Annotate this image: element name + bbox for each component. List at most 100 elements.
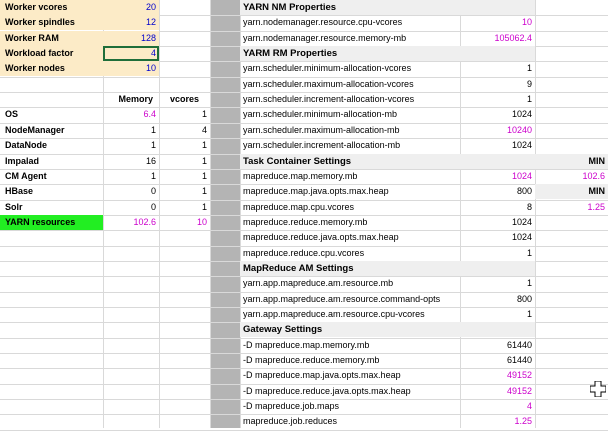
service-vcores[interactable]: 1 [201, 171, 207, 181]
property-value[interactable]: 8 [526, 202, 532, 212]
service-memory[interactable]: 0 [150, 186, 156, 196]
param-value[interactable]: 12 [103, 15, 159, 30]
property-name[interactable]: -D mapreduce.reduce.java.opts.max.heap [243, 386, 411, 396]
min-header[interactable]: MIN [535, 184, 608, 199]
property-name[interactable]: yarn.scheduler.increment-allocation-vcor… [243, 94, 415, 104]
property-name[interactable]: -D mapreduce.job.maps [243, 401, 340, 411]
param-value[interactable]: 4 [103, 46, 159, 61]
property-value[interactable]: 10 [521, 17, 532, 27]
property-value[interactable]: 1024 [511, 232, 532, 242]
service-name[interactable]: CM Agent [5, 171, 47, 181]
row-gridline [0, 77, 608, 78]
property-name[interactable]: mapreduce.job.reduces [243, 416, 338, 426]
column-gridline [240, 0, 241, 428]
column-gridline [535, 0, 536, 428]
section-header[interactable]: YARN NM Properties [240, 0, 535, 15]
min-value[interactable]: 102.6 [582, 171, 605, 181]
property-value[interactable]: 1 [526, 278, 532, 288]
property-value[interactable]: 1024 [511, 140, 532, 150]
property-value[interactable]: 4 [526, 401, 532, 411]
service-name[interactable]: NodeManager [5, 125, 65, 135]
property-name[interactable]: yarn.scheduler.increment-allocation-mb [243, 140, 401, 150]
param-value[interactable]: 128 [103, 31, 159, 46]
property-name[interactable]: mapreduce.map.cpu.vcores [243, 202, 355, 212]
property-value[interactable]: 1 [526, 63, 532, 73]
property-name[interactable]: yarn.scheduler.minimum-allocation-vcores [243, 63, 412, 73]
param-label[interactable]: Worker spindles [0, 15, 103, 30]
row-gridline [0, 215, 608, 216]
min-value[interactable]: 1.25 [587, 202, 605, 212]
property-name[interactable]: -D mapreduce.map.java.opts.max.heap [243, 370, 401, 380]
service-vcores[interactable]: 1 [201, 140, 207, 150]
property-name[interactable]: mapreduce.reduce.java.opts.max.heap [243, 232, 399, 242]
service-memory[interactable]: 1 [150, 171, 156, 181]
param-label[interactable]: Worker nodes [0, 61, 103, 76]
property-name[interactable]: mapreduce.reduce.cpu.vcores [243, 248, 365, 258]
property-value[interactable]: 1024 [511, 171, 532, 181]
row-gridline [0, 292, 608, 293]
property-value[interactable]: 1 [526, 248, 532, 258]
property-name[interactable]: -D mapreduce.map.memory.mb [243, 340, 370, 350]
service-vcores[interactable]: 1 [201, 202, 207, 212]
row-gridline [0, 15, 608, 16]
service-memory[interactable]: 1 [150, 125, 156, 135]
param-value[interactable]: 20 [103, 0, 159, 15]
service-vcores[interactable]: 4 [201, 125, 207, 135]
property-name[interactable]: -D mapreduce.reduce.memory.mb [243, 355, 380, 365]
row-gridline [0, 230, 608, 231]
property-name[interactable]: mapreduce.map.memory.mb [243, 171, 358, 181]
property-value[interactable]: 61440 [506, 340, 532, 350]
section-header[interactable]: Gateway Settings [240, 322, 535, 337]
property-name[interactable]: mapreduce.map.java.opts.max.heap [243, 186, 389, 196]
yarn-resources-label[interactable]: YARN resources [0, 215, 103, 230]
service-memory[interactable]: 6.4 [143, 109, 156, 119]
service-name[interactable]: HBase [5, 186, 34, 196]
property-value[interactable]: 1024 [511, 217, 532, 227]
property-name[interactable]: yarn.nodemanager.resource.memory-mb [243, 33, 407, 43]
property-name[interactable]: yarn.scheduler.maximum-allocation-mb [243, 125, 400, 135]
service-memory[interactable]: 1 [150, 140, 156, 150]
service-name[interactable]: Impalad [5, 156, 40, 166]
section-header[interactable]: MapReduce AM Settings [240, 261, 535, 276]
property-name[interactable]: yarn.app.mapreduce.am.resource.command-o… [243, 294, 441, 304]
property-value[interactable]: 10240 [506, 125, 532, 135]
service-name[interactable]: Solr [5, 202, 23, 212]
property-value[interactable]: 49152 [506, 370, 532, 380]
service-vcores[interactable]: 1 [201, 109, 207, 119]
param-label[interactable]: Workload factor [0, 46, 103, 61]
cross-cursor-icon [589, 380, 607, 398]
property-name[interactable]: yarn.scheduler.maximum-allocation-vcores [243, 79, 414, 89]
service-vcores[interactable]: 1 [201, 156, 207, 166]
property-value[interactable]: 1 [526, 309, 532, 319]
yarn-resources-vcores[interactable]: 10 [196, 217, 207, 227]
property-value[interactable]: 105062.4 [494, 33, 532, 43]
property-value[interactable]: 9 [526, 79, 532, 89]
service-name[interactable]: OS [5, 109, 19, 119]
section-header[interactable]: Task Container Settings [240, 154, 535, 169]
section-header[interactable]: YARM RM Properties [240, 46, 535, 61]
param-label[interactable]: Worker vcores [0, 0, 103, 15]
property-value[interactable]: 1.25 [514, 416, 532, 426]
service-name[interactable]: DataNode [5, 140, 48, 150]
property-name[interactable]: mapreduce.reduce.memory.mb [243, 217, 368, 227]
property-value[interactable]: 800 [516, 294, 532, 304]
property-value[interactable]: 1024 [511, 109, 532, 119]
row-gridline [0, 353, 608, 354]
property-name[interactable]: yarn.scheduler.minimum-allocation-mb [243, 109, 398, 119]
property-value[interactable]: 61440 [506, 355, 532, 365]
property-name[interactable]: yarn.app.mapreduce.am.resource.cpu-vcore… [243, 309, 425, 319]
property-value[interactable]: 1 [526, 94, 532, 104]
service-memory[interactable]: 16 [145, 156, 156, 166]
param-label[interactable]: Worker RAM [0, 31, 103, 46]
property-name[interactable]: yarn.app.mapreduce.am.resource.mb [243, 278, 394, 288]
service-vcores[interactable]: 1 [201, 186, 207, 196]
yarn-resources-memory[interactable]: 102.6 [133, 217, 156, 227]
property-name[interactable]: yarn.nodemanager.resource.cpu-vcores [243, 17, 403, 27]
min-header[interactable]: MIN [535, 154, 608, 169]
property-value[interactable]: 800 [516, 186, 532, 196]
service-memory[interactable]: 0 [150, 202, 156, 212]
param-value[interactable]: 10 [103, 61, 159, 76]
property-value[interactable]: 49152 [506, 386, 532, 396]
row-gridline [0, 368, 608, 369]
